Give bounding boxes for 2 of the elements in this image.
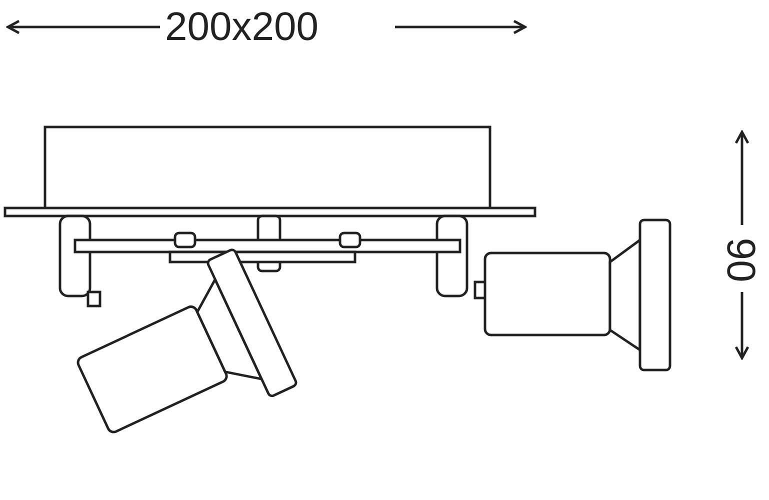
dimension-label: 200x200 xyxy=(165,7,318,47)
dimension-label: 90 xyxy=(720,238,760,282)
